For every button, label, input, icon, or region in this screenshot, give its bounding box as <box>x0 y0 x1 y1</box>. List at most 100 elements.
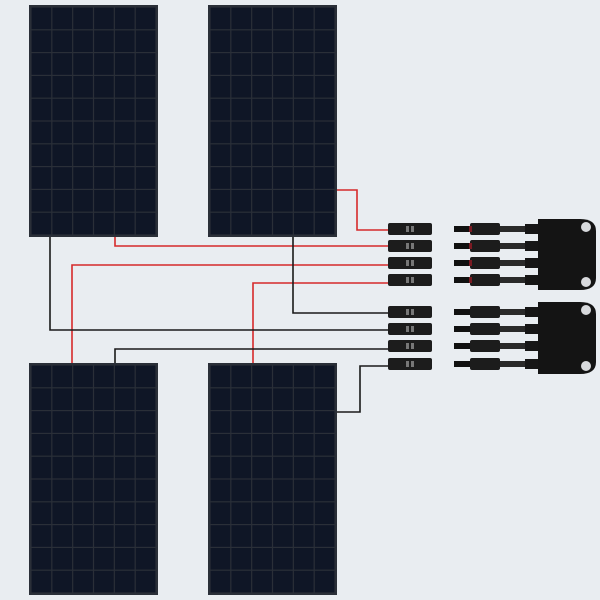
solar-cell <box>252 30 272 52</box>
solar-cell <box>31 212 52 235</box>
solar-cell <box>210 570 231 593</box>
solar-cell <box>94 411 114 433</box>
branch-input-connector <box>470 240 500 252</box>
solar-cell <box>210 525 231 547</box>
solar-cell <box>135 365 156 388</box>
solar-cell <box>210 388 231 410</box>
branch-boot <box>525 307 539 317</box>
solar-cell <box>31 548 52 570</box>
solar-cell <box>135 7 156 30</box>
solar-cell <box>210 456 231 479</box>
solar-cell <box>52 167 73 189</box>
solar-cell <box>314 570 335 593</box>
positive-wire <box>337 189 390 231</box>
solar-cell <box>73 525 93 547</box>
connector-pin <box>454 277 472 283</box>
solar-cell <box>293 479 314 502</box>
solar-cell <box>314 525 335 547</box>
solar-cell <box>314 411 335 433</box>
solar-cell <box>52 525 73 547</box>
branch-lead <box>500 243 528 249</box>
solar-cell <box>135 30 156 52</box>
solar-cell <box>273 456 293 479</box>
solar-cell <box>135 411 156 433</box>
solar-cell <box>114 388 135 410</box>
solar-cell <box>114 190 135 212</box>
branch-hub <box>538 219 596 290</box>
solar-cell <box>31 76 52 98</box>
negative-wire <box>114 348 390 363</box>
solar-cell <box>314 53 335 75</box>
solar-cell <box>135 525 156 547</box>
solar-cell <box>73 190 93 212</box>
connector-latch <box>411 343 414 349</box>
solar-cell <box>31 144 52 166</box>
solar-cell <box>293 434 314 456</box>
solar-cell <box>73 502 93 524</box>
mounting-hole <box>581 305 591 315</box>
solar-cell <box>231 190 252 212</box>
solar-cell <box>293 411 314 433</box>
positive-wire <box>252 282 390 363</box>
solar-cell <box>231 365 252 388</box>
solar-cell <box>273 365 293 388</box>
solar-cell <box>293 53 314 75</box>
solar-cell <box>94 479 114 502</box>
solar-cell <box>210 121 231 144</box>
branch-boot <box>525 224 539 234</box>
solar-cell <box>231 144 252 166</box>
solar-cell <box>231 502 252 524</box>
solar-cell <box>73 7 93 30</box>
solar-cell <box>52 570 73 593</box>
solar-cell <box>273 30 293 52</box>
solar-cell <box>94 121 114 144</box>
connector-latch <box>411 361 414 367</box>
solar-cell <box>94 434 114 456</box>
solar-cell <box>210 53 231 75</box>
solar-cell <box>114 548 135 570</box>
branch-lead <box>500 343 528 349</box>
solar-cell <box>52 144 73 166</box>
red-seal <box>469 277 472 283</box>
connector-latch <box>411 277 414 283</box>
connector-pin <box>454 260 472 266</box>
solar-cell <box>135 570 156 593</box>
solar-cell <box>210 76 231 98</box>
solar-cell <box>314 167 335 189</box>
solar-cell <box>210 479 231 502</box>
solar-cell <box>210 30 231 52</box>
solar-cell <box>231 548 252 570</box>
connector-latch <box>411 226 414 232</box>
solar-cell <box>273 502 293 524</box>
solar-cell <box>314 388 335 410</box>
solar-cell <box>31 121 52 144</box>
solar-cell <box>252 98 272 121</box>
solar-cell <box>252 456 272 479</box>
connector-pin <box>454 361 472 367</box>
solar-cell <box>31 456 52 479</box>
solar-cell <box>273 167 293 189</box>
connector-pin <box>454 243 472 249</box>
branch-boot <box>525 241 539 251</box>
solar-cell <box>273 190 293 212</box>
solar-cell <box>231 98 252 121</box>
solar-cell <box>314 365 335 388</box>
solar-cell <box>114 479 135 502</box>
solar-cell <box>114 167 135 189</box>
solar-cell <box>231 76 252 98</box>
solar-cell <box>31 167 52 189</box>
solar-cell <box>73 570 93 593</box>
solar-cell <box>114 434 135 456</box>
solar-cell <box>210 365 231 388</box>
solar-cell <box>252 76 272 98</box>
solar-cell <box>314 98 335 121</box>
solar-cell <box>293 98 314 121</box>
branch-input-connector <box>470 340 500 352</box>
red-seal <box>469 226 472 232</box>
solar-cell <box>273 76 293 98</box>
solar-cell <box>293 502 314 524</box>
solar-cell <box>73 76 93 98</box>
solar-cell <box>135 121 156 144</box>
solar-cell <box>94 456 114 479</box>
